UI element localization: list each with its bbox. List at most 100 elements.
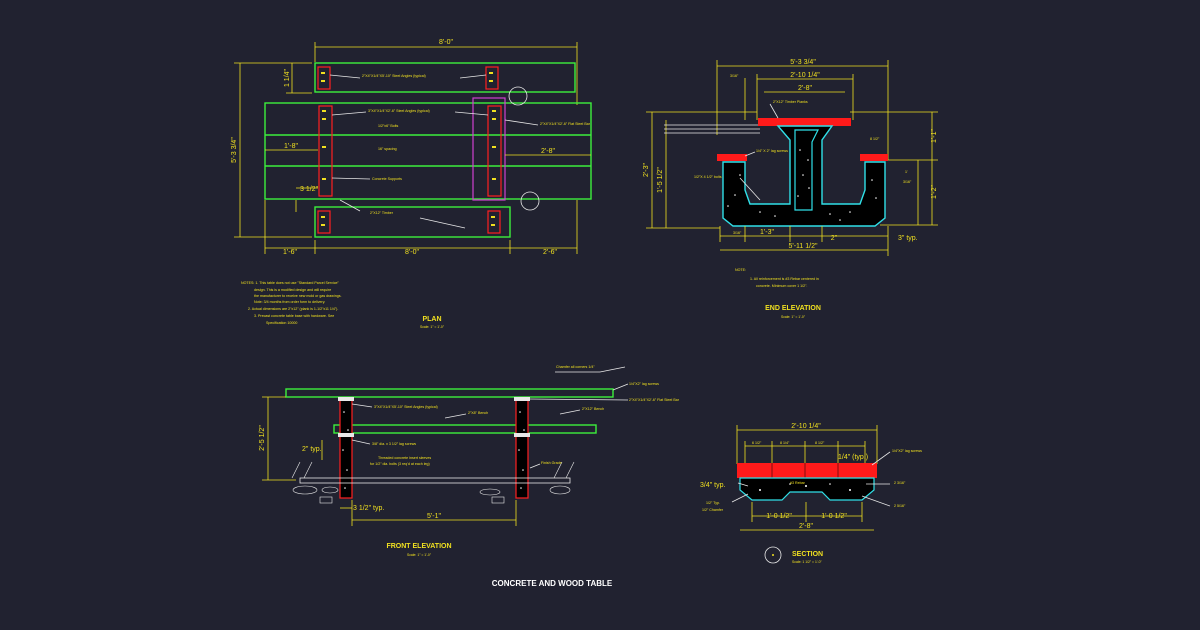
section-dim-bottom-overall: 2'-8"	[799, 523, 813, 530]
section-title: SECTION	[792, 551, 823, 558]
end-concrete-base	[722, 125, 886, 227]
front-dim-bottom-mid: 5'-1"	[427, 513, 441, 520]
plan-notes: NOTES: 1. This table does not use "Stand…	[241, 281, 342, 325]
section-label-half-typ: 1/2" Typ.	[706, 501, 720, 505]
plan-label-spacing: 16" spacing	[378, 147, 397, 151]
svg-text:Note: 3/4 months from order fo: Note: 3/4 months from order form to deli…	[254, 300, 325, 304]
front-label-chamfer: Chamfer all corners 1/4"	[556, 365, 595, 369]
end-elevation-title: END ELEVATION	[765, 305, 821, 312]
front-label-steel-angles: 3"X4"X1/4"X5'-10" Steel Angles (typical)	[374, 405, 438, 409]
front-label-lag-38: 3/8" dia. x 3 1/2" lag screws	[372, 442, 416, 446]
section-dim-b: 8 1/4"	[780, 441, 790, 445]
end-aggregate	[727, 149, 877, 221]
end-bench-right	[860, 154, 888, 161]
end-dim-third: 2'-8"	[798, 85, 812, 92]
front-elevation-scale: Scale: 1" = 1'-0"	[407, 553, 432, 557]
section-scale: Scale: 1 1/2" = 1'-0"	[792, 560, 823, 564]
plan-label-timber: 2"X12" Timber	[370, 211, 394, 215]
section-label-lag-screws: 1/4"X2" lag screws	[892, 449, 922, 453]
front-elevation-view: 2'-5 1/2" 2" typ. 3 1/2" typ. 5'-1" Cham…	[259, 365, 680, 557]
end-note-2: concrete. Minimum cover 1 1/2".	[756, 284, 807, 288]
plan-view: 8'-0" 5'-3 3/4" 1 1/4"	[231, 39, 592, 329]
front-dim-typ-left: 2" typ.	[302, 446, 322, 453]
section-dim-right2: 2 5/16"	[894, 504, 906, 508]
end-label-bolts: 1/2"X 4 1/2" bolts	[694, 175, 722, 179]
end-dim-bottom2: 2"	[831, 235, 838, 242]
svg-text:the manufacturer to receive ne: the manufacturer to receive new mold or …	[254, 294, 342, 298]
section-concrete	[739, 477, 875, 501]
svg-text:2. Actual dimensions are 2"x12: 2. Actual dimensions are 2"x12" (plank i…	[248, 307, 338, 311]
section-marker-icon	[764, 546, 782, 564]
end-note-1: 1. All reinforcement is #3 Rebar centere…	[750, 277, 819, 281]
plan-label-flat-steel-bar: 2"X4"X1/4"X2'-6" Flat Steel Bar	[540, 122, 591, 126]
front-label-bench-8: 2"X8" Bench	[468, 411, 488, 415]
plan-dim-top: 8'-0"	[439, 39, 453, 46]
front-dim-bottom-left: 3 1/2" typ.	[353, 505, 384, 512]
plan-bench-top	[314, 62, 576, 93]
front-table-top	[285, 388, 614, 398]
end-dim-right1: 1'-1"	[931, 129, 938, 143]
section-label-chamfer: 1/2" Chamfer	[702, 508, 724, 512]
front-label-lag-screws: 1/4"X2" lag screws	[629, 382, 659, 386]
front-label-flat-bar: 2"X4"X1/4"X2'-6" Flat Steel Bar	[629, 398, 680, 402]
section-dim-left-typ: 3/4" typ.	[700, 482, 725, 489]
end-dim-bottom-overall: 5'-11 1/2"	[789, 243, 819, 250]
section-dim-typ: 1/4" (typ.)	[838, 454, 868, 461]
sheet-title: CONCRETE AND WOOD TABLE	[492, 579, 613, 588]
front-label-inserts-2: for 1/2" dia. bolts (3 req'd at each leg…	[370, 462, 430, 466]
section-view: 2'-10 1/4" 6 1/2" 8 1/4" 8 1/2" 1/4" (ty…	[700, 423, 922, 564]
plan-flat-steel-bar	[472, 97, 506, 201]
plan-label-concrete-supports: Concrete Supports	[372, 177, 402, 181]
end-bench-left	[717, 154, 747, 161]
end-label-85: 8 1/2"	[870, 137, 880, 141]
plan-dim-bottom-right: 2'-6"	[543, 249, 557, 256]
section-dim-a: 6 1/2"	[752, 441, 762, 445]
end-label-lag-screws: 1/4" X 2" lag screws	[756, 149, 788, 153]
plan-steel-angle-left	[318, 105, 333, 197]
front-dim-height: 2'-5 1/2"	[259, 425, 266, 451]
end-dim-small: 3/16"	[730, 74, 739, 78]
end-dim-typ: 3" typ.	[898, 235, 918, 242]
plan-dim-inner-left: 1'-8"	[284, 143, 298, 150]
plan-steel-angle-right	[487, 105, 502, 197]
plan-table-top	[264, 102, 592, 200]
section-dim-top: 2'-10 1/4"	[791, 423, 821, 430]
end-elevation-scale: Scale: 1" = 1'-0"	[781, 315, 806, 319]
end-dim-left-overall: 2'-3"	[643, 163, 650, 177]
end-dim-bottom1: 1'-3"	[760, 229, 774, 236]
plan-dim-bottom-left: 1'-6"	[283, 249, 297, 256]
section-label-rebar: #3 Rebar	[790, 481, 806, 485]
end-label-1ft: 1'	[905, 170, 908, 174]
plan-scale: Scale: 1" = 1'-0"	[420, 325, 445, 329]
section-dim-c: 8 1/2"	[815, 441, 825, 445]
front-label-inserts: Threaded concrete insert sleeves	[378, 456, 431, 460]
svg-text:3. Precast concrete table base: 3. Precast concrete table base with hard…	[254, 314, 334, 318]
section-dim-bottom1: 1'-0 1/2"	[766, 513, 792, 520]
end-elevation-view: 5'-3 3/4" 2'-10 1/4" 2'-8" 3/16" 2'-3" 1…	[643, 59, 938, 319]
plan-label-bolts: 1/2"x6" Bolts	[378, 124, 399, 128]
svg-text:Specification 10000: Specification 10000	[266, 321, 297, 325]
plan-dim-left-overall: 5'-3 3/4"	[231, 137, 238, 163]
svg-text:design. This is a modified des: design. This is a modified design and wi…	[254, 288, 331, 292]
front-ground	[299, 477, 571, 484]
front-label-finish-grade: Finish Grade	[541, 461, 562, 465]
plan-label-steel-angles-2: 3"X4"X1/4"X2'-6" Steel Angles (typical)	[368, 109, 430, 113]
section-dim-right1: 2 3/16"	[894, 481, 906, 485]
plan-dim-inner-right: 2'-8"	[541, 148, 555, 155]
plan-label-steel-angles: 2"X4"X1/4"X5'-10" Steel Angles (typical)	[362, 74, 426, 78]
end-dim-right2: 1'-2"	[931, 185, 938, 199]
end-note-heading: NOTE:	[735, 268, 746, 272]
front-elevation-title: FRONT ELEVATION	[386, 543, 451, 550]
end-dim-top: 5'-3 3/4"	[790, 59, 816, 66]
end-label-316: 3/16"	[903, 180, 912, 184]
plan-bench-bottom	[314, 206, 511, 238]
front-bench	[333, 424, 597, 434]
svg-text:NOTES: 1. This table does not: NOTES: 1. This table does not use "Stand…	[241, 281, 339, 285]
section-dim-bottom2: 1'-0 1/2"	[821, 513, 847, 520]
end-dim-second: 2'-10 1/4"	[790, 72, 820, 79]
plan-title: PLAN	[422, 316, 441, 323]
section-planks	[737, 463, 877, 478]
plan-dim-half: 3 1/2"	[300, 186, 319, 193]
end-dim-small-1: 3/16"	[733, 231, 742, 235]
